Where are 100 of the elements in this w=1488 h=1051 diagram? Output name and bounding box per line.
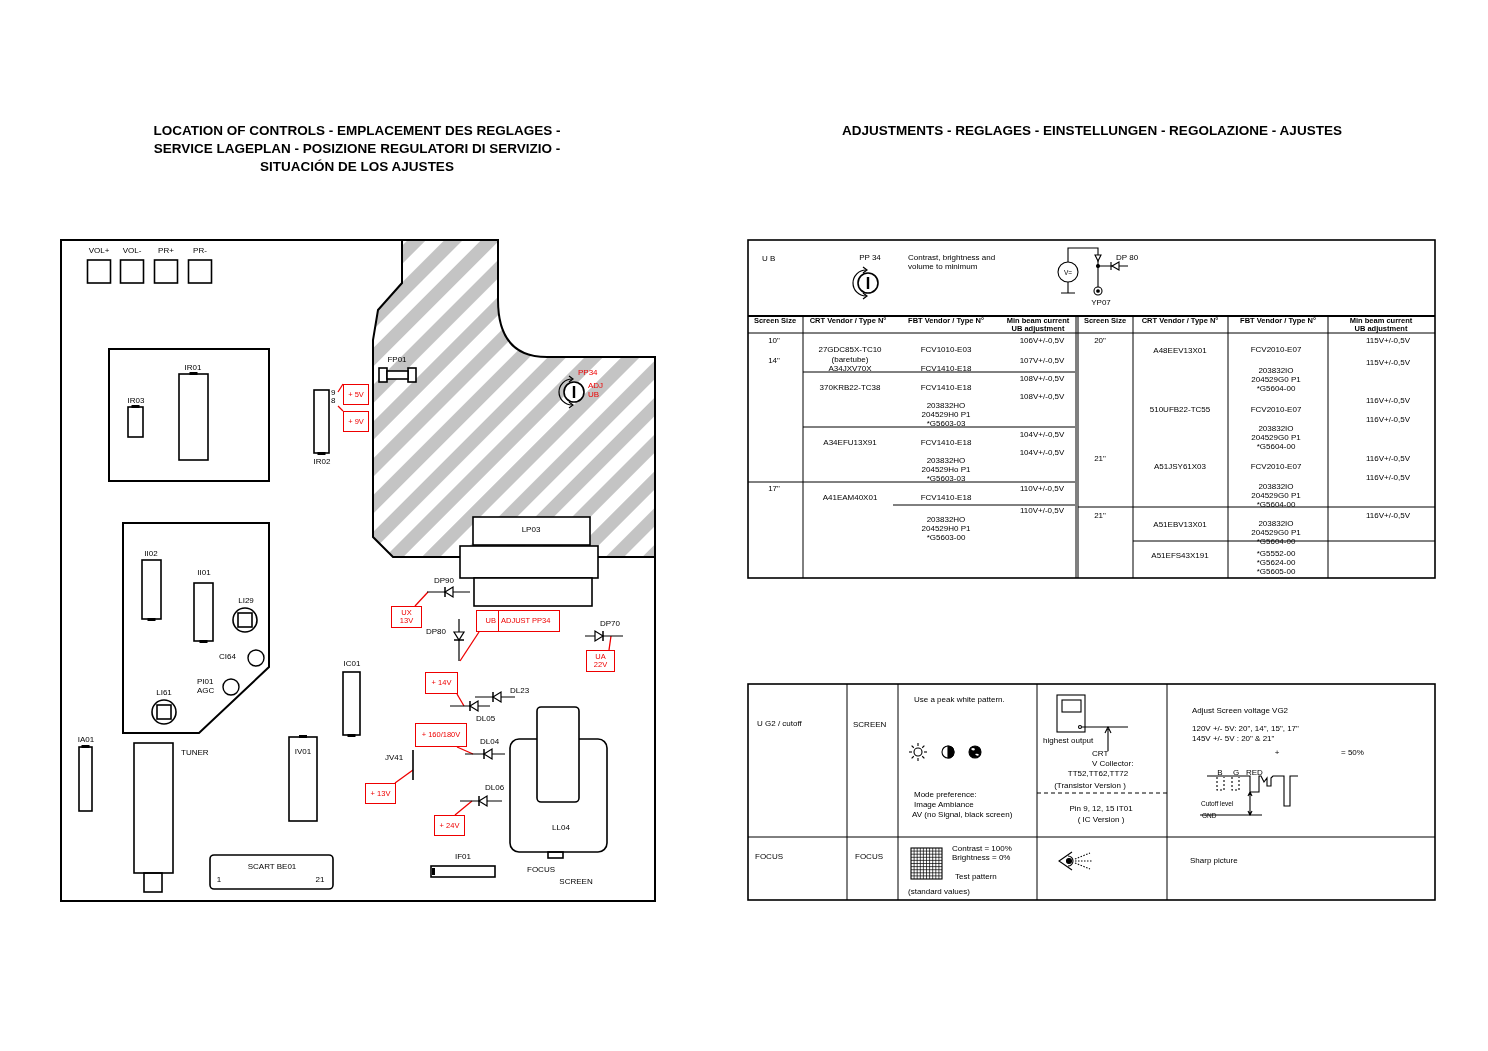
voltage-callout	[425, 672, 458, 694]
component-label: DL05	[476, 714, 496, 723]
component-label: IR02	[313, 457, 331, 466]
diode-symbol	[426, 576, 471, 596]
coil-component	[231, 595, 260, 635]
flyback-transformer	[509, 706, 608, 859]
note-text: SCREEN	[853, 720, 887, 729]
component-label: ADJ UB	[588, 381, 605, 399]
coil-component	[150, 687, 178, 725]
voltage-callout	[586, 650, 615, 672]
note-text: RED	[1246, 768, 1263, 777]
table-cell-text: 110V+/-0,5V	[1019, 484, 1065, 493]
component-label: VOL-	[122, 246, 142, 255]
pin-number: 8	[331, 396, 336, 405]
table-cell-text: 203832HO 204529H0 P1 *G5603-00	[920, 515, 972, 542]
note-text: ( IC Version )	[1077, 815, 1125, 824]
note-text: Adjust Screen voltage VG2	[1192, 706, 1289, 715]
diode-symbol	[464, 737, 507, 759]
voltage-callout	[365, 783, 396, 804]
note-text: B	[1217, 768, 1223, 777]
label-text: SCREEN	[559, 877, 593, 886]
leader-line	[456, 746, 474, 755]
label-text: Contrast, brightness and volume to minimum	[908, 253, 997, 271]
table-cell-text: 27GDC85X-TC10	[818, 345, 882, 354]
table-cell-text: A51EBV13X01	[1153, 520, 1207, 529]
note-text: (Transistor Version )	[1054, 781, 1126, 790]
table-cell-text: 116V+/-0,5V	[1365, 511, 1411, 520]
push-button-pad	[185, 246, 215, 285]
component-label: PI01 AGC	[197, 677, 216, 695]
table-cell-text: 203832IO 204529G0 P1 *G5604-00	[1250, 519, 1302, 546]
trimmer-component	[219, 649, 265, 667]
table-cell-text: 104V+/-0,5V	[1019, 448, 1065, 457]
fuse-holder	[377, 354, 418, 384]
note-text: 145V +/- 5V : 20" & 21"	[1192, 734, 1275, 743]
table-cell-text: 203832IO 204529G0 P1 *G5604-00	[1250, 424, 1302, 451]
trimmer-component	[197, 677, 240, 697]
note-text: = 50%	[1341, 748, 1364, 757]
table-cell-text: 107V+/-0,5V	[1019, 356, 1065, 365]
note-text: +	[1274, 748, 1280, 757]
label-text: YP07	[1091, 298, 1111, 307]
table-cell-text: *G5552-00 *G5624-00 *G5605-00	[1255, 549, 1297, 576]
component-label: PR+	[158, 246, 174, 255]
table-cell-text: 116V+/-0,5V	[1365, 415, 1411, 424]
component-label: CI64	[219, 652, 236, 661]
component-outline	[77, 735, 94, 812]
voltage-callout	[476, 610, 560, 632]
component-label: LP03	[521, 525, 541, 534]
section-heading: ADJUSTMENTS - REGLAGES - EINSTELLUNGEN - REGOLAZIONE - AJUSTES	[842, 123, 1342, 139]
table-cell-text: 10"	[768, 336, 780, 345]
component-label: DL06	[485, 783, 505, 792]
component-label: DP90	[434, 576, 454, 585]
component-label: IR01	[184, 363, 202, 372]
table-cell-text: 104V+/-0,5V	[1019, 430, 1065, 439]
jumper-wire	[385, 750, 415, 781]
note-text: (standard values)	[908, 887, 970, 896]
leader-line	[337, 383, 344, 393]
component-label: PP34	[578, 368, 598, 377]
table-cell-text: FCV1010-E03	[920, 345, 972, 354]
table-cell-text: 14"	[768, 356, 780, 365]
circuit-board-outline	[60, 239, 656, 902]
table-cell-text: 116V+/-0,5V	[1365, 454, 1411, 463]
table-cell-text: 110V+/-0,5V	[1019, 506, 1065, 515]
leader-line	[337, 405, 344, 412]
component-label: 1	[216, 875, 222, 884]
page-title: LOCATION OF CONTROLS - EMPLACEMENT DES REGLAGES - SERVICE LAGEPLAN - POSIZIONE REGULATORI DI SERVIZIO - SITUACIÓN DE LOS AJUSTES	[152, 122, 562, 176]
push-button-pad	[151, 246, 181, 285]
table-cell-text: FCV2010-E07	[1250, 405, 1302, 414]
component-label: LI61	[156, 688, 172, 697]
note-text: Sharp picture	[1190, 856, 1238, 865]
note-text: G	[1232, 768, 1240, 777]
note-text: highest output	[1043, 736, 1094, 745]
note-text: AV (no Signal, black screen)	[912, 810, 1013, 819]
note-text: Test pattern	[955, 872, 997, 881]
component-label: FP01	[387, 355, 407, 364]
component-label: 21	[315, 875, 325, 884]
table-cell-text: FCV1410-E18	[920, 364, 972, 373]
component-label: JV41	[385, 753, 404, 762]
component-label: SCART BE01	[247, 862, 297, 871]
table-cell-text: 203832HO 204529H0 P1 *G5603-03	[920, 401, 972, 428]
component-label: TUNER	[181, 748, 209, 757]
table-cell-text: 20"	[1094, 336, 1106, 345]
note-text: FOCUS	[755, 852, 783, 861]
component-label: DL23	[510, 686, 530, 695]
table-cell-text: 106V+/-0,5V	[1019, 336, 1065, 345]
component-outline	[192, 567, 215, 642]
table-cell-text: 17"	[768, 484, 780, 493]
component-label: IC01	[343, 659, 361, 668]
note-text: Use a peak white pattern.	[914, 695, 1005, 704]
push-button-pad	[84, 246, 114, 285]
component-label: IF01	[455, 852, 471, 861]
voltage-callout	[343, 384, 369, 405]
transformer-block	[459, 545, 599, 607]
scart-connector	[209, 854, 334, 890]
component-label: LL04	[552, 823, 570, 832]
table-cell-text: A41EAM40X01	[822, 493, 878, 502]
table-cell-text: A51EFS43X191	[1151, 551, 1209, 560]
push-button-pad	[117, 246, 147, 285]
table-cell-text: FCV2010-E07	[1250, 462, 1302, 471]
table-cell-text: (baretube) A34JXV70X	[827, 355, 873, 373]
sub-board-outline	[122, 522, 270, 734]
